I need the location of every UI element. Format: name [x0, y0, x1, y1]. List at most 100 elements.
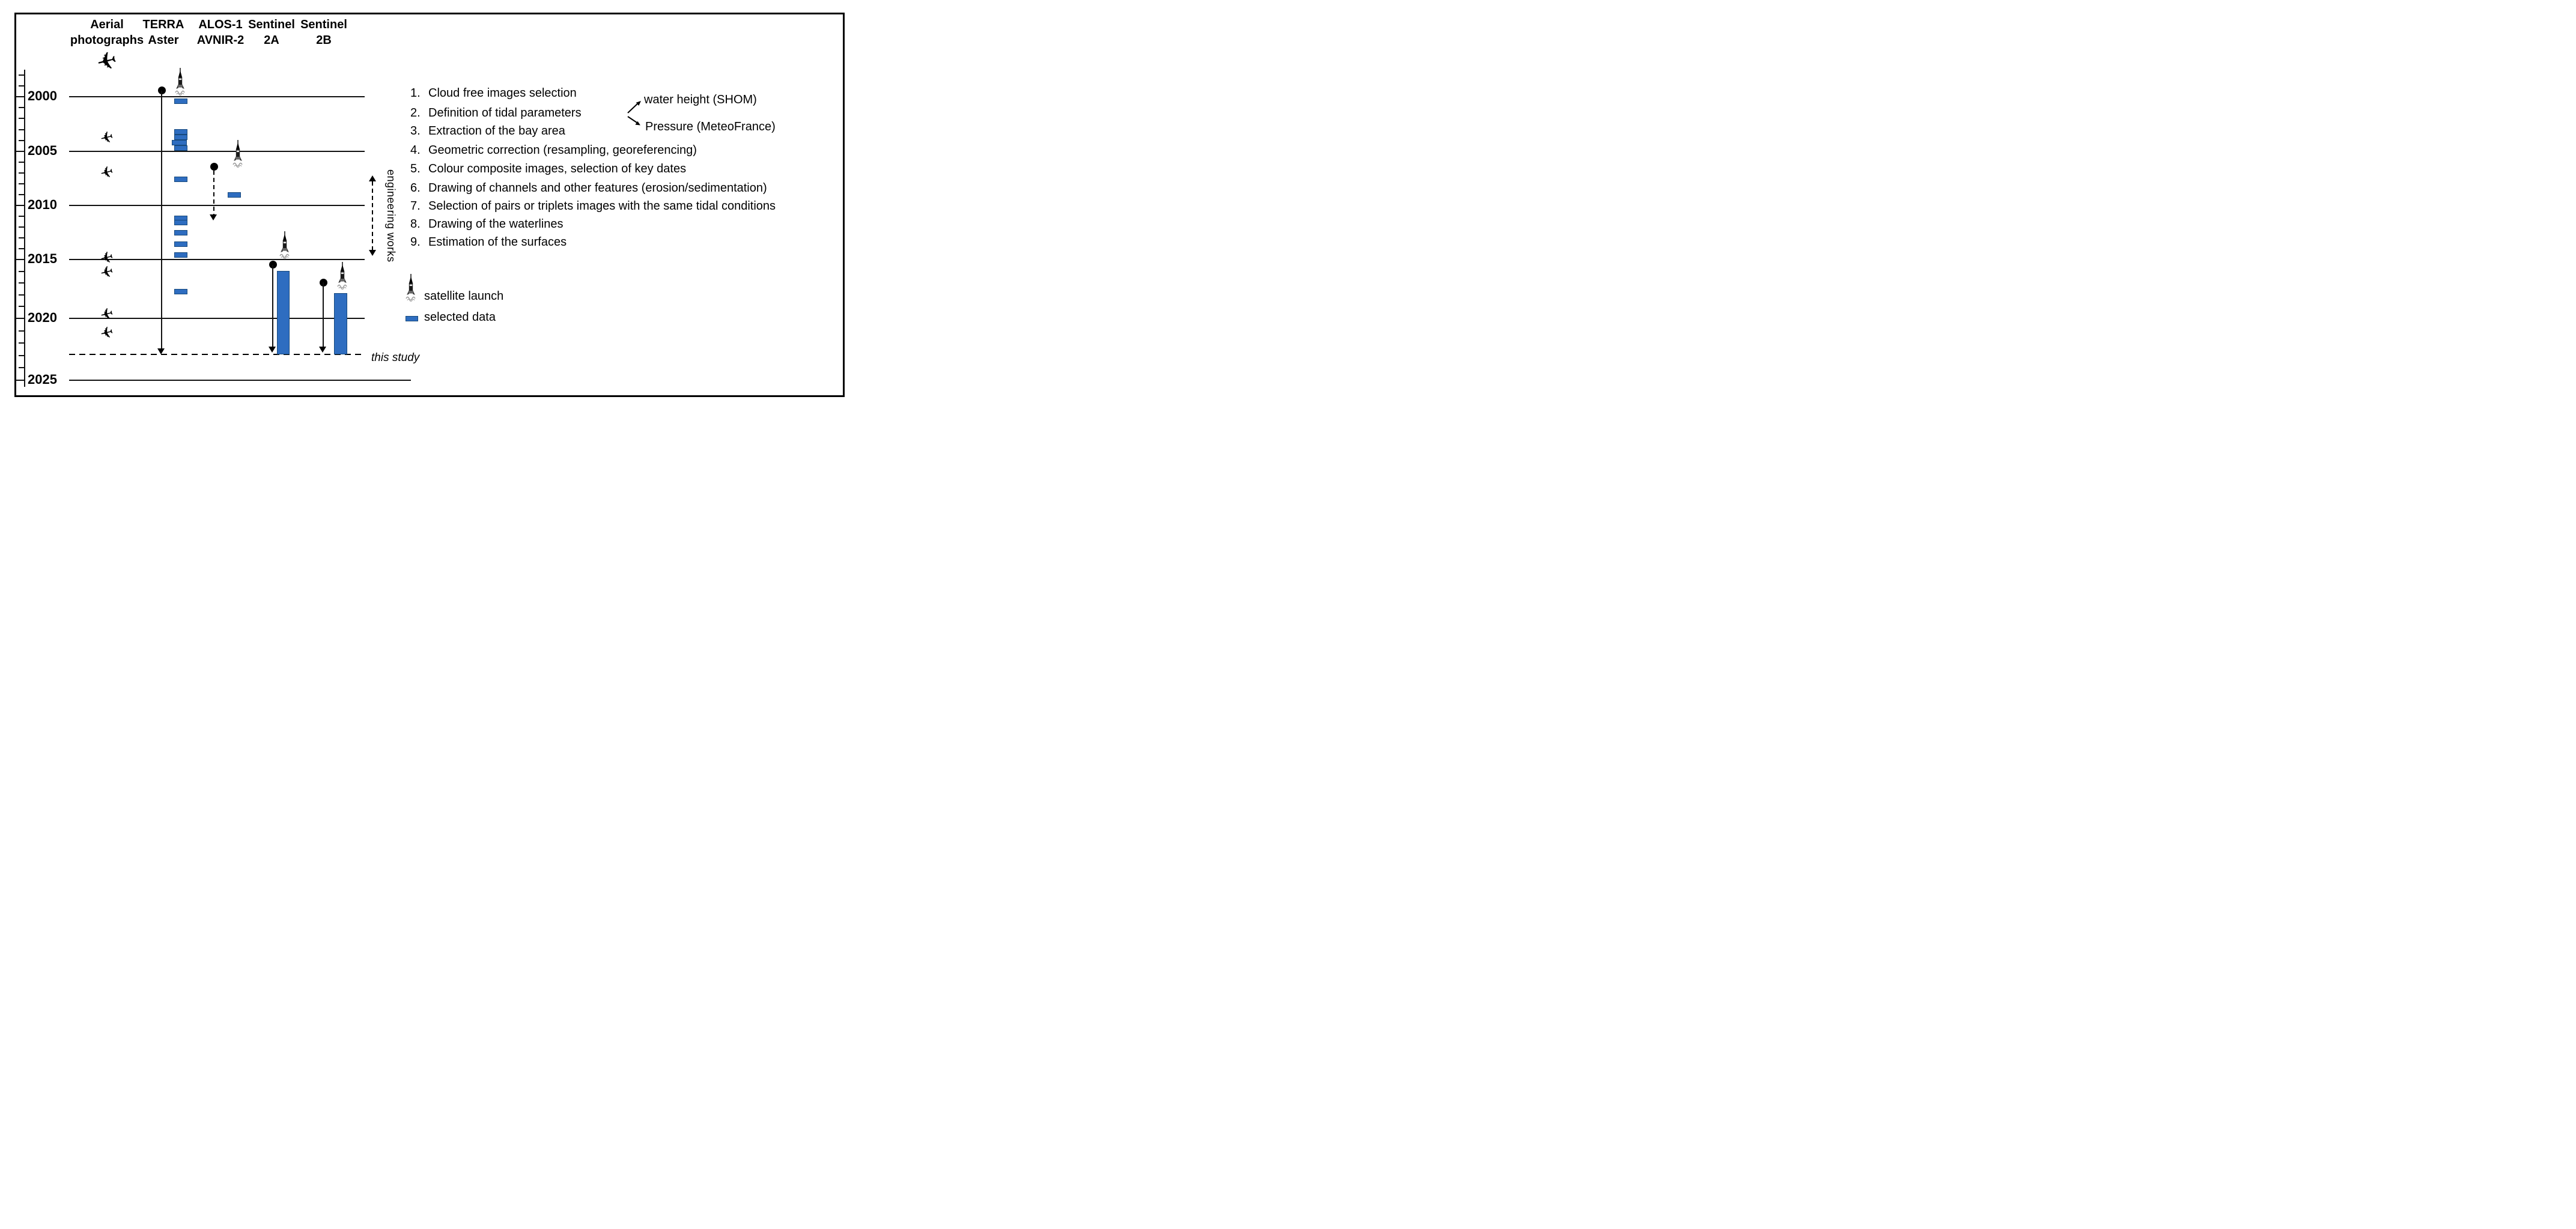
- selected-data-bar: [174, 129, 187, 135]
- axis-minor-tick: [19, 172, 25, 174]
- column-header-line2: 2A: [264, 34, 279, 47]
- method-step: 5. Colour composite images, selection of …: [410, 162, 686, 176]
- method-step: 2. Definition of tidal parameters: [410, 106, 582, 120]
- engineering-works-arrow: [372, 181, 373, 250]
- axis-minor-tick: [19, 354, 25, 356]
- selected-data-bar: [174, 229, 187, 235]
- year-label: 2020: [28, 310, 57, 325]
- axis-major-tick: [15, 259, 25, 260]
- method-step: 4.Geometric correction (resampling, geor…: [410, 144, 697, 157]
- axis-minor-tick: [19, 139, 25, 141]
- engineering-works-arrowhead: [369, 250, 376, 256]
- column-header-line1: Sentinel: [248, 18, 295, 31]
- column-header-line1: TERRA: [142, 18, 184, 31]
- year-label: 2000: [28, 88, 57, 103]
- axis-minor-tick: [19, 226, 25, 228]
- this-study-dashed-line: [69, 354, 363, 355]
- gridline-2025: [69, 380, 411, 381]
- alos-launch-dot: [210, 162, 218, 171]
- rocket-icon: [336, 262, 348, 293]
- engineering-works-arrowhead: [369, 175, 376, 181]
- s2a-coverage-arrow-arrowhead: [269, 347, 276, 353]
- terra-launch-dot: [157, 86, 166, 95]
- terra-coverage-arrow: [161, 91, 162, 348]
- method-step-text: Extraction of the bay area: [428, 124, 565, 138]
- method-step-number: 5.: [410, 162, 421, 175]
- column-header-line2: 2B: [316, 34, 332, 47]
- method-step: 6. Drawing of channels and other features…: [410, 181, 767, 195]
- axis-minor-tick: [19, 74, 25, 76]
- method-step: 3.Extraction of the bay area: [410, 124, 565, 138]
- rocket-icon: [405, 274, 417, 305]
- method-step-number: 7.: [410, 199, 421, 213]
- year-axis: [24, 70, 25, 387]
- selected-data-bar: [228, 192, 241, 198]
- pressure-label: Pressure (MeteoFrance): [645, 120, 776, 133]
- legend-selected-data-label: selected data: [424, 311, 496, 324]
- method-step-text: Colour composite images, selection of ke…: [428, 162, 687, 175]
- column-header-line2: Aster: [148, 34, 179, 47]
- axis-minor-tick: [19, 282, 25, 284]
- column-header-terra: TERRA Aster: [118, 17, 208, 48]
- axis-minor-tick: [19, 237, 25, 238]
- selected-data-bar: [174, 98, 187, 104]
- method-step-number: 6.: [410, 181, 421, 195]
- s2a-coverage-arrow: [272, 265, 273, 347]
- year-label: 2005: [28, 143, 57, 158]
- axis-minor-tick: [19, 129, 25, 130]
- column-header-line1: Sentinel: [300, 18, 347, 31]
- year-label: 2015: [28, 251, 57, 266]
- method-step-number: 9.: [410, 235, 421, 249]
- gridline-2000: [69, 96, 365, 97]
- rocket-icon: [279, 231, 291, 262]
- axis-minor-tick: [19, 248, 25, 249]
- selected-data-bar: [174, 145, 187, 151]
- s2b-coverage-arrow-arrowhead: [319, 347, 326, 353]
- method-step-number: 2.: [410, 106, 421, 120]
- gridline-2020: [69, 318, 365, 319]
- axis-minor-tick: [19, 330, 25, 332]
- method-step-text: Cloud free images selection: [428, 86, 577, 100]
- column-header-line2: AVNIR-2: [196, 34, 245, 47]
- method-step-text: Drawing of channels and other features (…: [428, 181, 767, 195]
- s2b-coverage-arrow: [323, 282, 324, 347]
- axis-minor-tick: [19, 270, 25, 272]
- axis-minor-tick: [19, 107, 25, 109]
- method-step-number: 1.: [410, 86, 421, 100]
- method-step: 8. Drawing of the waterlines: [410, 217, 564, 231]
- gridline-2005: [69, 151, 365, 152]
- selected-data-bar: [174, 241, 187, 247]
- method-step-text: Selection of pairs or triplets images wi…: [428, 199, 776, 213]
- axis-major-tick: [15, 96, 25, 97]
- axis-minor-tick: [19, 367, 25, 369]
- selected-data-bar: [172, 139, 187, 145]
- method-step-text: Definition of tidal parameters: [428, 106, 582, 120]
- selected-data-bar: [174, 252, 187, 258]
- axis-minor-tick: [19, 306, 25, 308]
- axis-major-tick: [15, 205, 25, 206]
- method-step-number: 8.: [410, 217, 421, 231]
- axis-minor-tick: [19, 294, 25, 296]
- selected-data-bar: [174, 220, 187, 226]
- rocket-icon: [174, 68, 186, 99]
- axis-minor-tick: [19, 216, 25, 217]
- gridline-2010: [69, 205, 365, 206]
- method-step-text: Drawing of the waterlines: [428, 217, 564, 231]
- selected-data-bar: [174, 289, 187, 295]
- terra-coverage-arrow-arrowhead: [157, 348, 165, 354]
- axis-major-tick: [15, 318, 25, 319]
- method-step: 7. Selection of pairs or triplets images …: [410, 199, 776, 213]
- axis-major-tick: [15, 151, 25, 152]
- axis-minor-tick: [19, 118, 25, 120]
- axis-minor-tick: [19, 183, 25, 184]
- axis-minor-tick: [19, 162, 25, 163]
- method-step: 9.Estimation of the surfaces: [410, 235, 567, 249]
- column-header-s2b: Sentinel 2B: [279, 17, 369, 48]
- s2a-launch-dot: [269, 261, 277, 269]
- water-height-label: water height (SHOM): [644, 93, 757, 106]
- method-step: 1. Cloud free images selection: [410, 86, 577, 100]
- axis-minor-tick: [19, 194, 25, 195]
- alos-coverage-arrow-arrowhead: [210, 214, 217, 220]
